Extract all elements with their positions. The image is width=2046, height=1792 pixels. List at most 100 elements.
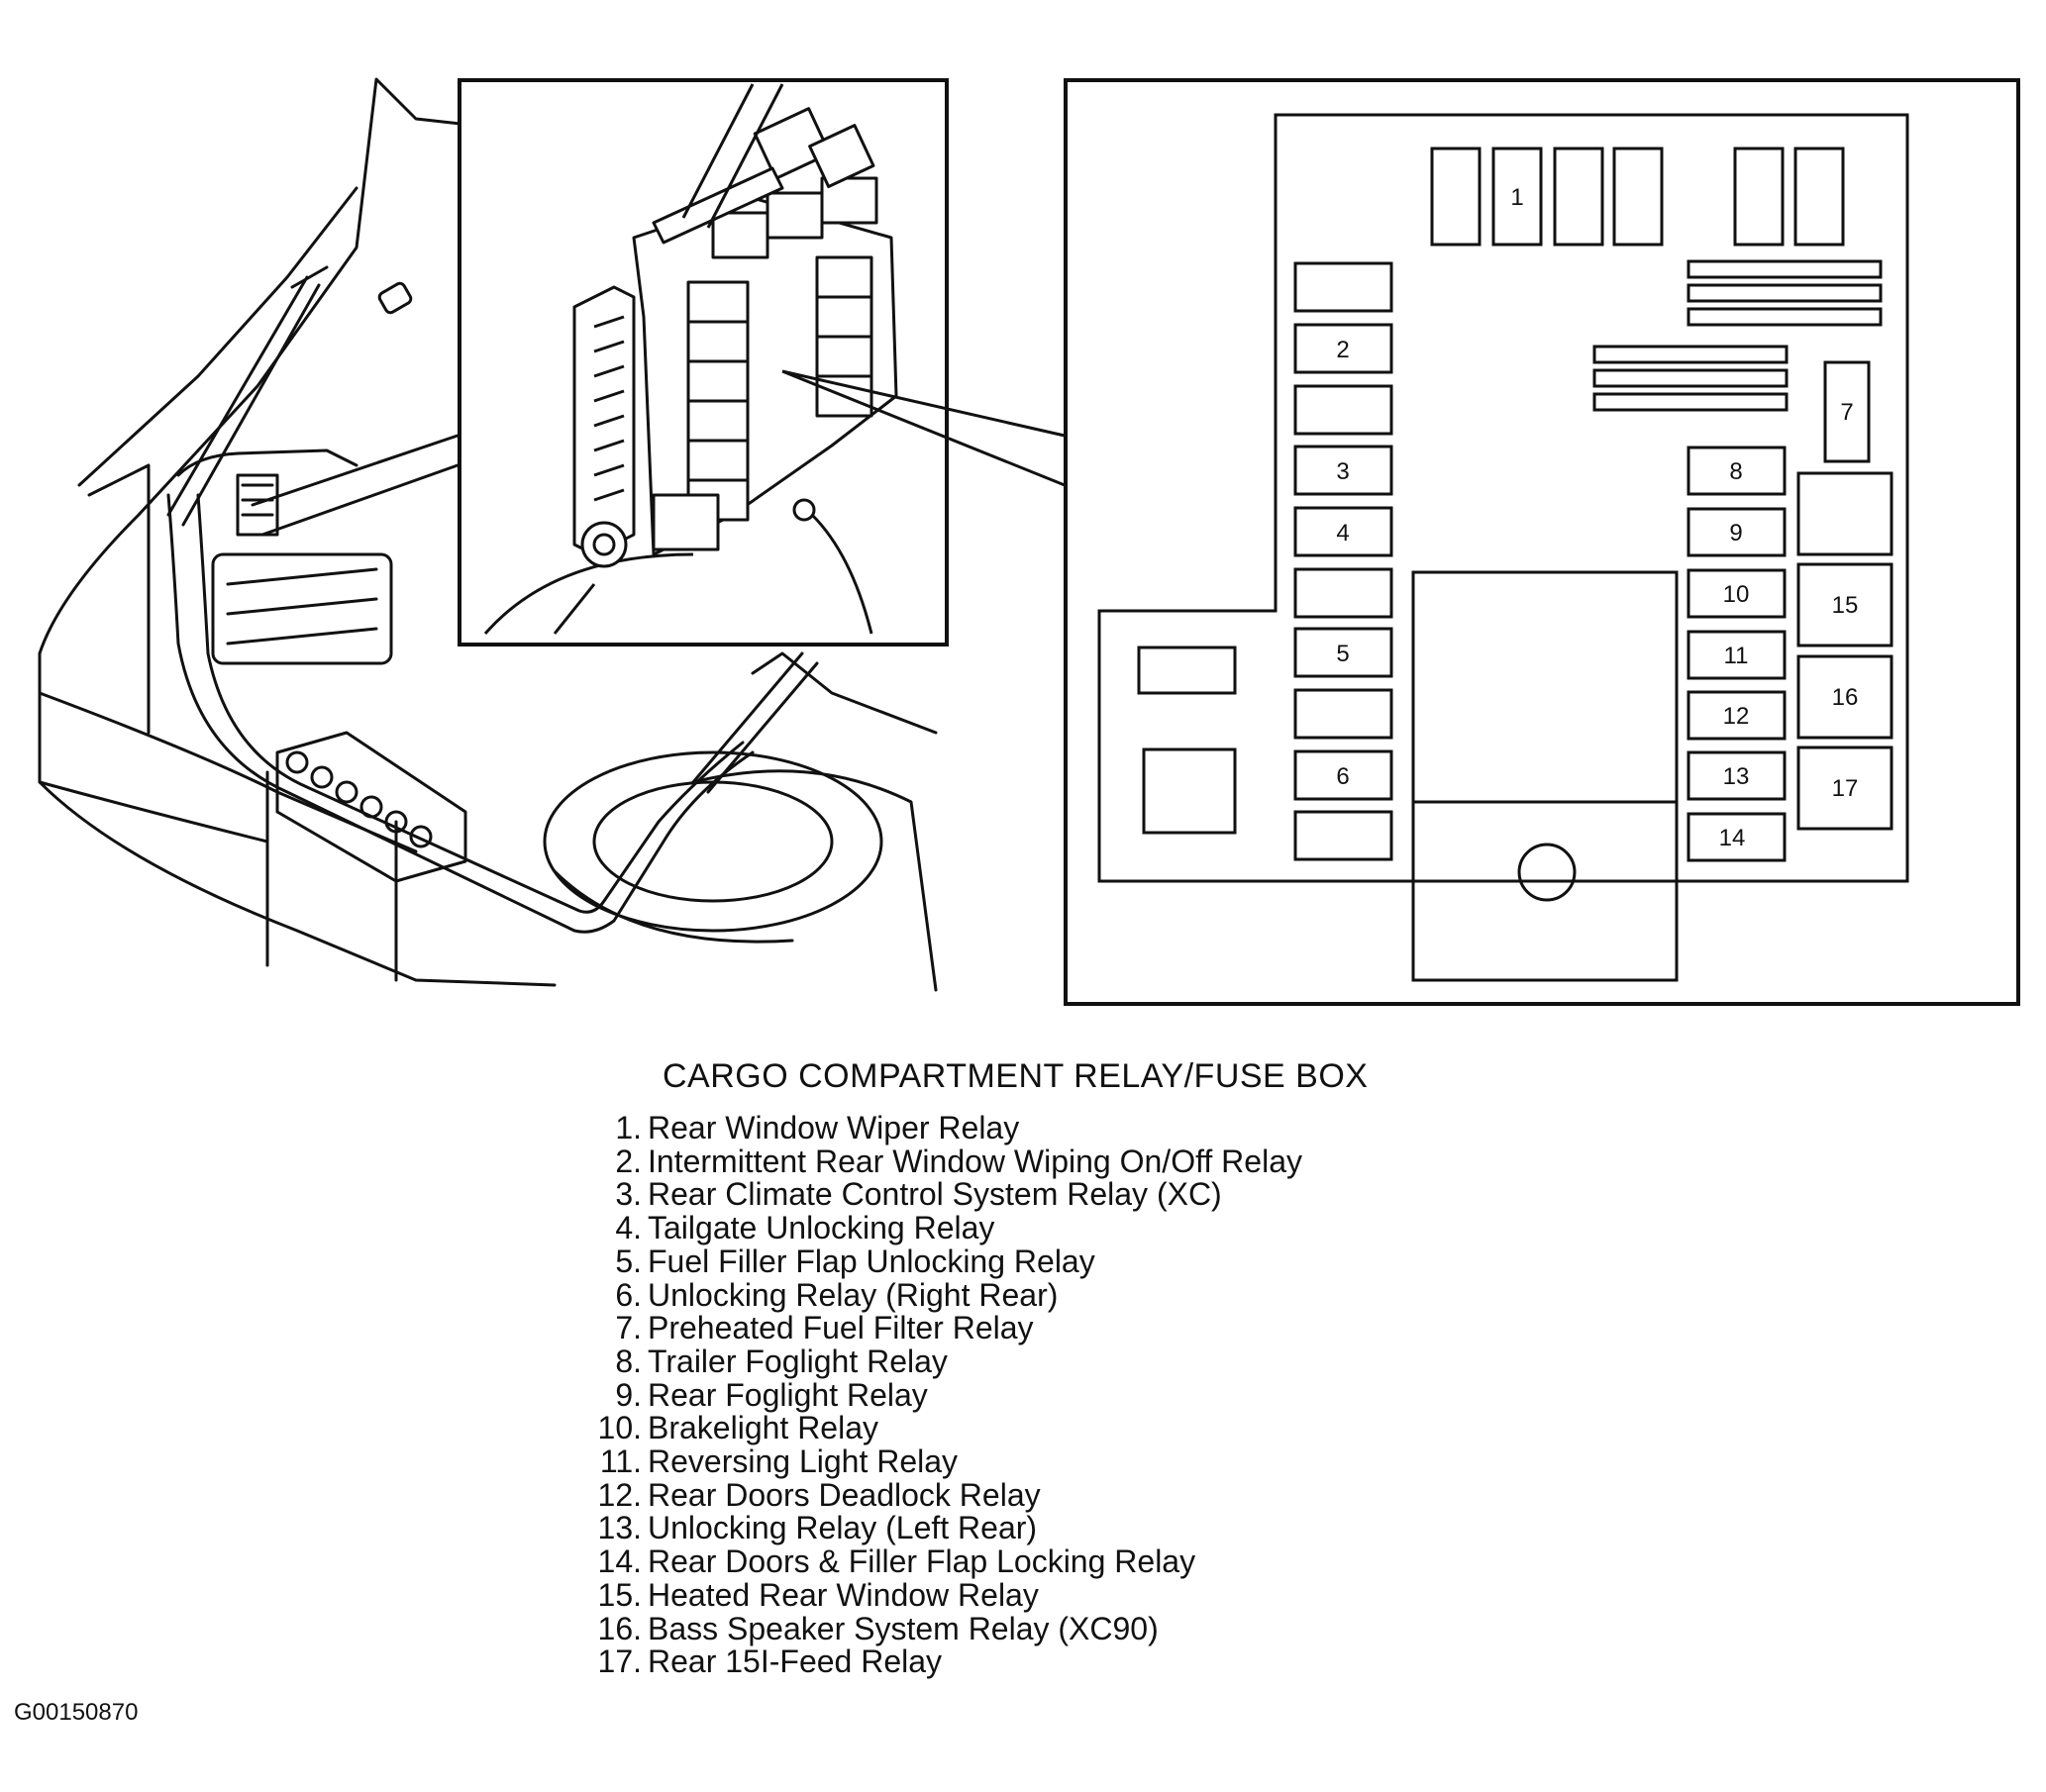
legend-number: 9. xyxy=(615,1376,642,1413)
legend-number: 2. xyxy=(615,1143,642,1179)
fuse-strip xyxy=(1687,283,1883,303)
relay-slot-3 xyxy=(1293,445,1393,496)
relay-slot-1c xyxy=(1553,147,1604,247)
center-module xyxy=(1411,570,1679,804)
legend-number: 11. xyxy=(599,1444,642,1480)
legend-item: 5.Fuel Filler Flap Unlocking Relay xyxy=(584,1243,1476,1279)
legend-item: 14.Rear Doors & Filler Flap Locking Rela… xyxy=(584,1543,1476,1580)
legend-label: Preheated Fuel Filter Relay xyxy=(648,1310,1034,1346)
legend-label: Brakelight Relay xyxy=(648,1410,878,1446)
relay-slot-blank xyxy=(1142,747,1237,835)
fuse-strip xyxy=(1592,368,1789,388)
relay-slot-10 xyxy=(1687,568,1787,619)
slot-label-4: 4 xyxy=(1336,520,1349,547)
legend-item: 10.Brakelight Relay xyxy=(584,1412,1476,1445)
legend-label: Reversing Light Relay xyxy=(648,1444,959,1480)
relay-slot-12 xyxy=(1687,690,1787,741)
legend-label: Unlocking Relay (Right Rear) xyxy=(648,1276,1059,1313)
legend-item: 17.Rear 15I-Feed Relay xyxy=(584,1645,1476,1679)
slot-label-6: 6 xyxy=(1336,763,1349,790)
slot-label-13: 13 xyxy=(1723,763,1750,790)
legend-number: 14. xyxy=(597,1543,642,1580)
relay-slot-13 xyxy=(1687,750,1787,801)
relay-slot-6 xyxy=(1293,749,1393,801)
legend-label: Unlocking Relay (Left Rear) xyxy=(648,1510,1038,1546)
legend-number: 13. xyxy=(597,1510,642,1546)
slot-label-16: 16 xyxy=(1832,684,1859,711)
legend-label: Intermittent Rear Window Wiping On/Off R… xyxy=(648,1143,1302,1179)
legend-label: Rear Foglight Relay xyxy=(648,1376,928,1413)
legend-item: 11.Reversing Light Relay xyxy=(584,1444,1476,1480)
legend-number: 16. xyxy=(597,1610,642,1646)
legend-number: 3. xyxy=(615,1176,642,1213)
relay-slot-blank xyxy=(1293,688,1393,740)
relay-slot-4 xyxy=(1293,506,1393,557)
relay-slot-blank xyxy=(1293,567,1393,619)
slot-label-11: 11 xyxy=(1724,643,1749,669)
relay-slot-1a xyxy=(1430,147,1482,247)
legend-label: Heated Rear Window Relay xyxy=(648,1576,1039,1613)
legend-number: 7. xyxy=(615,1310,642,1346)
relay-slot-blank xyxy=(1293,261,1393,313)
relay-slot-top-5 xyxy=(1733,147,1785,247)
legend-label: Rear Doors & Filler Flap Locking Relay xyxy=(648,1543,1196,1580)
legend-number: 4. xyxy=(615,1210,642,1246)
relay-slot-14 xyxy=(1687,812,1787,862)
figure-id: G00150870 xyxy=(14,1699,139,1726)
relay-slot-blank xyxy=(1293,384,1393,436)
slot-label-12: 12 xyxy=(1723,703,1750,730)
panel-outline xyxy=(1097,113,1909,883)
legend-label: Rear Doors Deadlock Relay xyxy=(648,1476,1041,1513)
relay-slot-15 xyxy=(1796,562,1893,647)
fuse-strip xyxy=(1687,307,1883,327)
legend-item: 13.Unlocking Relay (Left Rear) xyxy=(584,1512,1476,1545)
legend-item: 16.Bass Speaker System Relay (XC90) xyxy=(584,1610,1476,1646)
layout-frame xyxy=(1064,78,2020,1006)
slot-label-5: 5 xyxy=(1336,641,1349,667)
slot-labels: 1 2 3 4 5 6 7 8 9 10 11 12 13 14 15 16 1… xyxy=(1336,184,1858,851)
slot-label-15: 15 xyxy=(1832,592,1859,619)
relay-slot-1 xyxy=(1491,147,1543,247)
legend-number: 15. xyxy=(597,1576,642,1613)
slot-label-2: 2 xyxy=(1336,337,1349,363)
legend-number: 1. xyxy=(615,1110,642,1145)
legend-number: 10. xyxy=(597,1410,642,1446)
legend-number: 5. xyxy=(615,1243,642,1279)
slot-label-10: 10 xyxy=(1723,581,1750,608)
relay-slot-blank xyxy=(1293,810,1393,861)
legend-item: 4.Tailgate Unlocking Relay xyxy=(584,1210,1476,1246)
legend-item: 15.Heated Rear Window Relay xyxy=(584,1576,1476,1613)
legend-label: Bass Speaker System Relay (XC90) xyxy=(648,1610,1159,1646)
relay-slot-16 xyxy=(1796,654,1893,740)
relay-slot-7 xyxy=(1823,360,1871,463)
legend-number: 12. xyxy=(597,1476,642,1513)
legend-item: 7.Preheated Fuel Filter Relay xyxy=(584,1312,1476,1345)
slot-label-3: 3 xyxy=(1336,458,1349,485)
legend-label: Trailer Foglight Relay xyxy=(648,1343,948,1379)
slot-label-7: 7 xyxy=(1840,399,1853,426)
legend-label: Tailgate Unlocking Relay xyxy=(648,1210,995,1246)
relay-slot-5 xyxy=(1293,627,1393,678)
legend-item: 6.Unlocking Relay (Right Rear) xyxy=(584,1276,1476,1313)
center-module-lower xyxy=(1411,800,1679,982)
legend-number: 6. xyxy=(615,1276,642,1313)
slot-label-17: 17 xyxy=(1832,775,1859,802)
fuse-box-layout xyxy=(1064,78,2020,1006)
legend-label: Rear Window Wiper Relay xyxy=(648,1110,1020,1145)
relay-slot-11 xyxy=(1687,630,1787,680)
slot-label-9: 9 xyxy=(1729,520,1742,547)
slot-label-14: 14 xyxy=(1719,825,1746,851)
slot-label-1: 1 xyxy=(1510,184,1523,211)
relay-slot-2 xyxy=(1293,323,1393,374)
cargo-area-illustration xyxy=(38,77,938,992)
legend-item: 9.Rear Foglight Relay xyxy=(584,1376,1476,1413)
legend-label: Fuel Filler Flap Unlocking Relay xyxy=(648,1243,1095,1279)
fuse-strip xyxy=(1592,392,1789,412)
relay-slot-blank xyxy=(1796,471,1893,556)
fuse-strip xyxy=(1592,345,1789,364)
relay-slot-9 xyxy=(1687,507,1787,557)
legend-item: 1.Rear Window Wiper Relay xyxy=(584,1110,1476,1145)
legend-number: 17. xyxy=(597,1643,642,1680)
